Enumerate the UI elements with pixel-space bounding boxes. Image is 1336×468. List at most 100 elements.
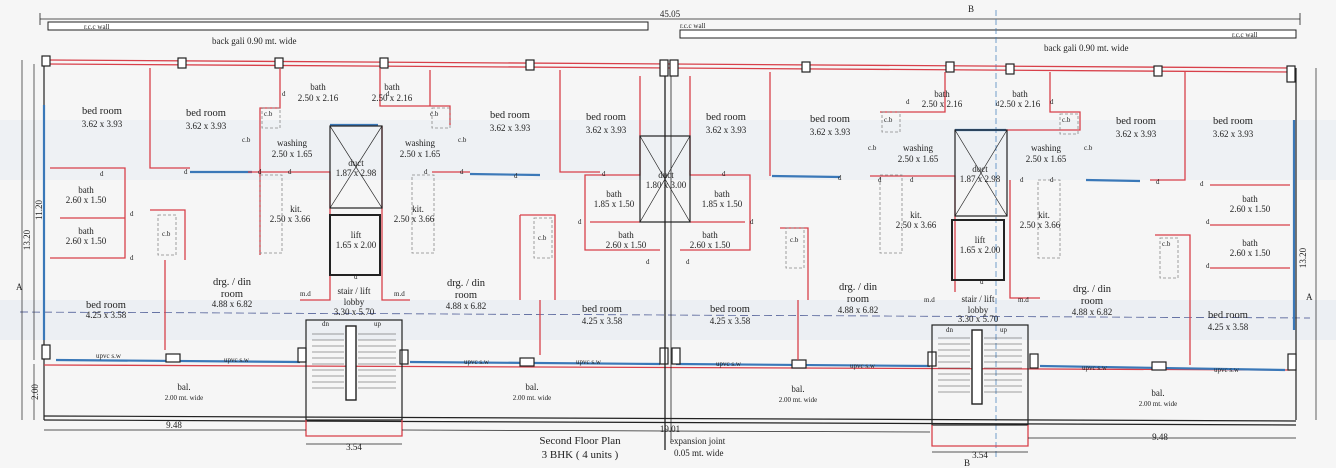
svg-text:bath: bath (618, 230, 634, 240)
svg-text:3.62 x 3.93: 3.62 x 3.93 (810, 127, 851, 137)
svg-text:d: d (282, 90, 286, 98)
svg-text:2.50 x 3.66: 2.50 x 3.66 (394, 214, 435, 224)
svg-text:2.00 mt. wide: 2.00 mt. wide (165, 394, 204, 402)
svg-text:0.05 mt. wide: 0.05 mt. wide (674, 448, 724, 458)
svg-text:d: d (1050, 176, 1054, 184)
svg-text:bal.: bal. (177, 382, 190, 392)
svg-text:2.50 x 1.65: 2.50 x 1.65 (1026, 154, 1067, 164)
svg-text:lobby: lobby (968, 305, 989, 315)
svg-text:4.88 x 6.82: 4.88 x 6.82 (1072, 307, 1113, 317)
svg-text:d: d (1206, 218, 1210, 226)
overall-dimension: 45.05 (39, 9, 1301, 25)
svg-text:1.85 x 1.50: 1.85 x 1.50 (702, 199, 743, 209)
rcc-wall-top: r.c.c wall r.c.c wall r.c.c wall (47, 21, 1297, 39)
svg-text:dn: dn (322, 320, 330, 328)
svg-text:2.50 x 2.16: 2.50 x 2.16 (922, 99, 963, 109)
svg-text:1.80 x 3.00: 1.80 x 3.00 (646, 180, 687, 190)
svg-text:d: d (424, 168, 428, 176)
svg-text:d: d (838, 174, 842, 182)
svg-text:2.60 x 1.50: 2.60 x 1.50 (66, 236, 107, 246)
overall-width-label: 45.05 (660, 9, 681, 19)
title-line2: 3 BHK ( 4 units ) (542, 449, 619, 461)
svg-text:c.b: c.b (430, 110, 439, 118)
svg-text:upvc s.w: upvc s.w (224, 356, 250, 364)
title-line1: Second Floor Plan (539, 435, 621, 447)
svg-text:drg. / din: drg. / din (447, 278, 486, 289)
staircase-right (931, 324, 1029, 447)
svg-text:c.b: c.b (1062, 116, 1071, 124)
svg-text:c.b: c.b (264, 110, 273, 118)
svg-text:c.b: c.b (868, 144, 877, 152)
svg-text:d: d (1200, 180, 1204, 188)
svg-text:upvc s.w: upvc s.w (716, 360, 742, 368)
drg-din-labels: drg. / din room 4.88 x 6.82 drg. / din r… (212, 277, 1113, 317)
svg-text:washing: washing (405, 138, 435, 148)
main-door-labels: m.d m.d m.d m.d dn up dn up (300, 290, 1029, 334)
svg-text:duct: duct (658, 170, 674, 180)
svg-text:duct: duct (972, 164, 988, 174)
svg-text:room: room (1081, 296, 1103, 307)
svg-text:3.62 x 3.93: 3.62 x 3.93 (1213, 129, 1254, 139)
svg-text:d: d (130, 210, 134, 218)
svg-text:washing: washing (903, 143, 933, 153)
svg-text:lobby: lobby (344, 297, 365, 307)
svg-text:d: d (686, 258, 690, 266)
dim-13-20-left: 13.20 (22, 229, 32, 250)
svg-text:kit.: kit. (290, 204, 302, 214)
svg-text:upvc s.w: upvc s.w (850, 362, 876, 370)
bath-labels-top: bath 2.50 x 2.16 bath 2.50 x 2.16 bath 2… (298, 82, 1041, 109)
dim-13-20-right: 13.20 (1298, 247, 1308, 268)
svg-text:4.88 x 6.82: 4.88 x 6.82 (446, 301, 487, 311)
svg-text:bath: bath (714, 189, 730, 199)
svg-text:2.60 x 1.50: 2.60 x 1.50 (1230, 248, 1271, 258)
svg-text:4.25 x 3.58: 4.25 x 3.58 (1208, 322, 1249, 332)
svg-text:2.00 mt. wide: 2.00 mt. wide (513, 394, 552, 402)
svg-text:bath: bath (78, 226, 94, 236)
duct-right (954, 129, 1008, 217)
svg-text:4.25 x 3.58: 4.25 x 3.58 (582, 316, 623, 326)
svg-text:bed room: bed room (490, 110, 530, 121)
svg-text:1.87 x 2.98: 1.87 x 2.98 (960, 174, 1001, 184)
svg-text:room: room (455, 290, 477, 301)
svg-text:d: d (980, 278, 984, 286)
svg-text:d: d (184, 168, 188, 176)
svg-text:4.88 x 6.82: 4.88 x 6.82 (212, 299, 253, 309)
svg-text:bath: bath (1242, 238, 1258, 248)
staircase-left (305, 319, 403, 437)
svg-text:d: d (1020, 176, 1024, 184)
svg-text:bath: bath (1242, 194, 1258, 204)
dim-stair-left: 3.54 (346, 442, 362, 452)
svg-text:c.b: c.b (884, 116, 893, 124)
svg-text:c.b: c.b (790, 236, 799, 244)
svg-text:1.65 x 2.00: 1.65 x 2.00 (960, 245, 1001, 255)
svg-text:2.60 x 1.50: 2.60 x 1.50 (606, 240, 647, 250)
svg-text:d: d (602, 170, 606, 178)
svg-text:3.62 x 3.93: 3.62 x 3.93 (1116, 129, 1157, 139)
svg-text:bal.: bal. (525, 382, 538, 392)
svg-text:3.62 x 3.93: 3.62 x 3.93 (490, 123, 531, 133)
svg-text:bed room: bed room (86, 300, 126, 311)
dim-stair-right: 3.54 (972, 450, 988, 460)
svg-text:2.50 x 3.66: 2.50 x 3.66 (1020, 220, 1061, 230)
svg-text:room: room (847, 294, 869, 305)
dim-middle: 19.01 (660, 424, 680, 434)
svg-text:d: d (288, 168, 292, 176)
svg-text:d: d (722, 170, 726, 178)
svg-text:bal.: bal. (791, 384, 804, 394)
svg-text:d: d (910, 176, 914, 184)
washing-labels: washing 2.50 x 1.65 washing 2.50 x 1.65 … (272, 138, 1067, 164)
svg-text:upvc s.w: upvc s.w (464, 358, 490, 366)
svg-text:1.87 x 2.98: 1.87 x 2.98 (336, 168, 377, 178)
svg-text:upvc s.w: upvc s.w (96, 352, 122, 360)
svg-text:bath: bath (606, 189, 622, 199)
bath-labels-side: bath 2.60 x 1.50 bath 2.60 x 1.50 bath 1… (66, 185, 1271, 258)
svg-text:bed room: bed room (1213, 116, 1253, 127)
svg-text:stair / lift: stair / lift (962, 294, 995, 304)
svg-text:2.50 x 2.16: 2.50 x 2.16 (298, 93, 339, 103)
svg-text:d: d (578, 218, 582, 226)
svg-text:2.00 mt. wide: 2.00 mt. wide (1139, 400, 1178, 408)
svg-text:d: d (514, 172, 518, 180)
back-gali-right: back gali 0.90 mt. wide (1044, 43, 1128, 53)
svg-text:c.b: c.b (1084, 144, 1093, 152)
svg-text:2.50 x 1.65: 2.50 x 1.65 (272, 149, 313, 159)
